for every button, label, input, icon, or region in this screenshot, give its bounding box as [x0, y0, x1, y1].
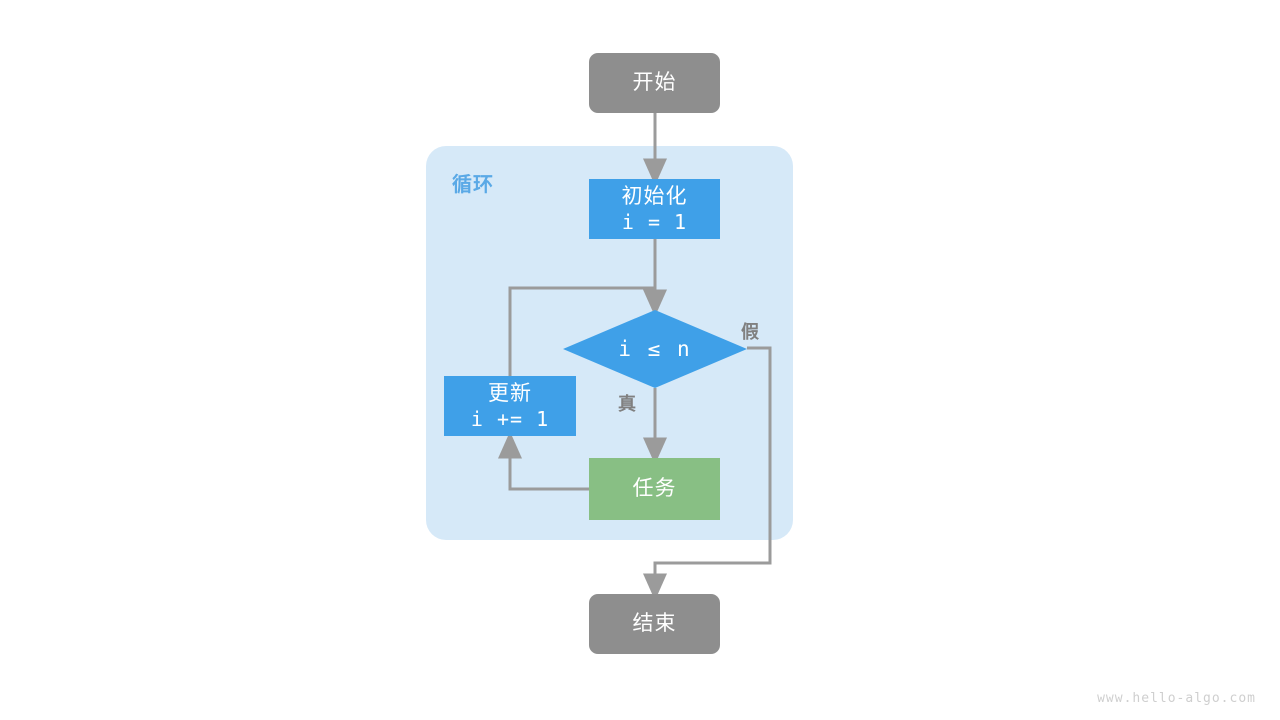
node-task-label: 任务: [632, 477, 677, 501]
edge-task-to-update: [498, 431, 589, 491]
node-init-code: i = 1: [621, 209, 688, 234]
node-init-label: 初始化: [621, 185, 688, 209]
node-start[interactable]: 开始: [589, 53, 720, 113]
node-decision-label: i ≤ n: [618, 337, 692, 361]
node-init[interactable]: 初始化 i = 1: [589, 179, 720, 239]
node-update-label: 更新: [488, 382, 532, 406]
node-update-code: i += 1: [470, 406, 550, 431]
branch-label-true: 真: [618, 394, 636, 414]
node-decision[interactable]: i ≤ n: [563, 310, 747, 388]
loop-container-label: 循环: [452, 174, 494, 196]
node-task[interactable]: 任务: [589, 458, 720, 520]
branch-label-false: 假: [741, 322, 759, 342]
node-start-label: 开始: [632, 71, 677, 95]
node-end-label: 结束: [632, 612, 677, 636]
edge-update-to-decision: [508, 286, 655, 376]
node-end[interactable]: 结束: [589, 594, 720, 654]
edge-decision-false-to-end: [643, 346, 772, 601]
node-update[interactable]: 更新 i += 1: [444, 376, 576, 436]
watermark: www.hello-algo.com: [1097, 691, 1256, 706]
